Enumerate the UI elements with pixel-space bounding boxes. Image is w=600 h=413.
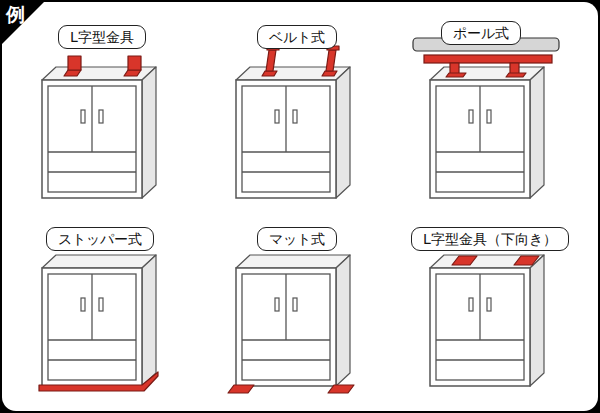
cabinet-front [430,268,530,386]
cabinet-frame [48,274,136,380]
cabinet-frame [242,274,330,380]
cabinet-side [530,255,544,386]
cabinet-line [91,274,92,340]
cabinet-front [236,268,336,386]
label-box: ベルト式 [257,25,337,49]
label-text: L字型金具 [70,29,134,45]
cabinet-front [430,80,530,198]
cabinet-frame [48,86,136,192]
corner-label: 例 [6,2,25,28]
label-box: ポール式 [441,21,521,45]
pole-bar [424,55,552,63]
l-bracket [68,56,81,70]
label-text: ストッパー式 [58,231,142,247]
cabinet-line [479,274,480,340]
label-box: マット式 [257,227,337,251]
cabinet-top [42,255,156,268]
cabinet-line [48,171,136,172]
door-handle [293,110,297,123]
pole-foot [506,73,526,77]
door-handle [99,110,103,123]
belt-strap [266,50,276,71]
cabinet-side [336,255,350,386]
cabinet-side [142,255,156,386]
label-text: マット式 [269,231,325,247]
mat [328,385,354,393]
label-text: ベルト式 [269,29,325,45]
door-handle [469,110,473,123]
cabinet-front [236,80,336,198]
cabinet-frame [436,86,524,192]
pole-foot [446,73,466,77]
l-bracket [128,56,141,70]
cabinet-top [236,255,350,268]
cabinet-side [530,67,544,198]
cabinet-line [242,171,330,172]
label-text: L字型金具（下向き） [423,231,557,247]
cabinet-frame [242,86,330,192]
cabinet-line [285,86,286,152]
label-box: ストッパー式 [46,227,154,251]
door-handle [99,298,103,311]
cabinet-frame [436,274,524,380]
cabinet-side [142,67,156,198]
label-box: L字型金具（下向き） [411,227,569,251]
cabinet-line [479,86,480,152]
cabinet-front [42,80,142,198]
cabinet-side [336,67,350,198]
corner-triangle [0,0,46,46]
l-bracket [64,70,81,76]
cabinet-line [91,86,92,152]
cabinet-line [242,359,330,360]
label-text: ポール式 [453,25,509,41]
cabinet-line [436,359,524,360]
l-bracket-down [514,256,539,265]
belt-plate [262,71,277,76]
cabinet-line [48,359,136,360]
mat [228,385,254,393]
door-handle [275,298,279,311]
door-handle [275,110,279,123]
door-handle [469,298,473,311]
belt-plate [322,71,337,76]
cabinet-line [436,171,524,172]
door-handle [81,110,85,123]
cabinet-front [42,268,142,386]
l-bracket-down [452,256,477,265]
stopper [39,372,158,391]
door-handle [487,298,491,311]
door-handle [293,298,297,311]
label-box: L字型金具 [58,25,146,49]
belt-strap [326,50,336,71]
door-handle [81,298,85,311]
cabinet-top [430,67,544,80]
cabinet-line [285,274,286,340]
cabinet-top [430,255,544,268]
door-handle [487,110,491,123]
l-bracket [124,70,141,76]
